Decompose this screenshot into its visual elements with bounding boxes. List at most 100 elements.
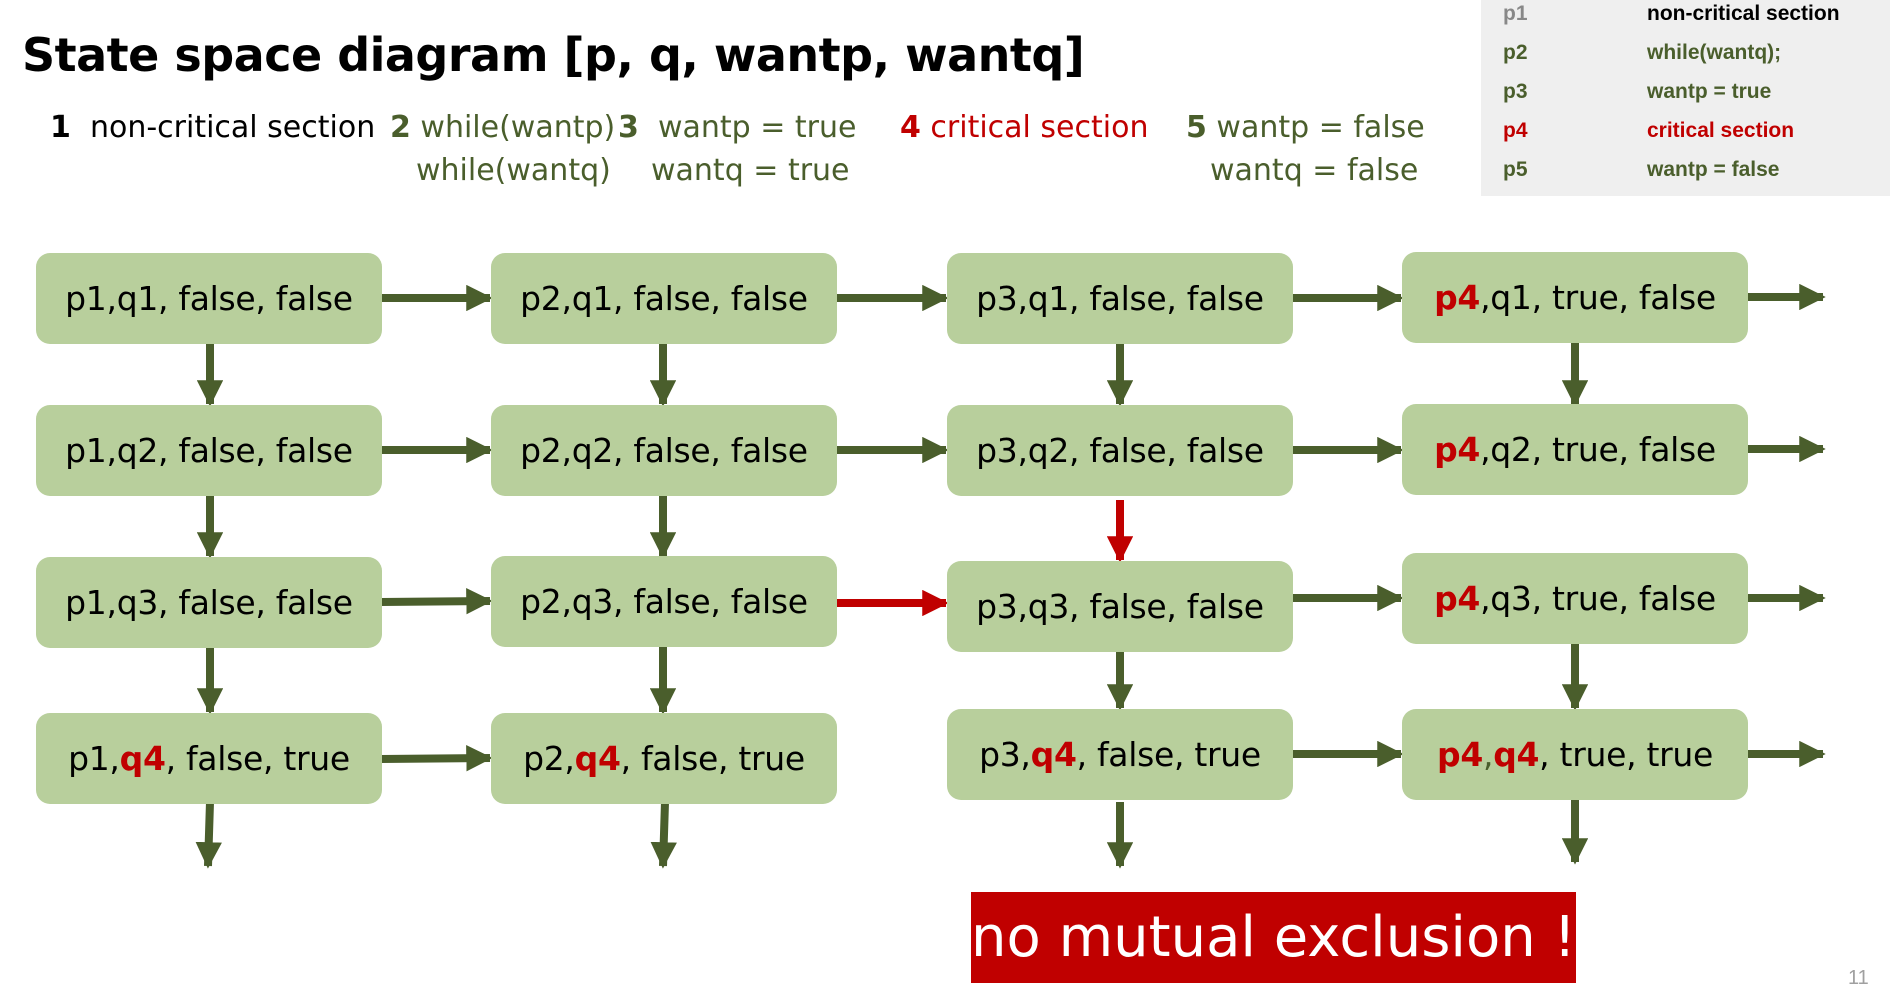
legend-5-line2: wantq = false (1210, 153, 1419, 188)
legend-4: 4 critical section (900, 110, 1148, 146)
state-p: p2 (520, 431, 562, 470)
state-q: q4 (1493, 735, 1540, 774)
code-reference-table: p1 non-critical section p2 while(wantq);… (1481, 0, 1890, 196)
legend-1: 1 non-critical section (50, 110, 375, 146)
state-p: p1 (65, 431, 107, 470)
state-q: q1 (116, 279, 159, 318)
code-text: wantp = true (1647, 80, 1772, 103)
state-q: q3 (116, 583, 159, 622)
legend-3-number: 3 (618, 110, 639, 145)
no-mutual-exclusion-banner: no mutual exclusion ! (971, 892, 1576, 983)
code-label: p1 (1503, 2, 1528, 25)
state-q: q4 (574, 739, 621, 778)
code-text: wantp = false (1647, 158, 1780, 181)
state-p2-q2: p2, q2, false, false (491, 405, 837, 496)
legend-4-number: 4 (900, 110, 921, 145)
state-rest: , true, true (1539, 735, 1713, 774)
state-rest: , false, false (158, 583, 353, 622)
legend-1-text: non-critical section (89, 110, 376, 145)
legend-3: 3 wantp = true (618, 110, 856, 146)
state-q: q1 (571, 279, 614, 318)
state-rest: , false, false (613, 279, 808, 318)
state-rest: , false, true (165, 739, 351, 778)
code-label: p4 (1503, 119, 1528, 142)
state-rest: , true, false (1531, 278, 1717, 317)
code-row-p1: p1 non-critical section (1481, 0, 1890, 39)
legend-2-line2: while(wantq) (416, 153, 611, 188)
state-rest: , false, false (1069, 587, 1264, 626)
state-p4-q2: p4, q2, true, false (1402, 404, 1748, 495)
legend-5-text-line1: wantp = false (1216, 110, 1425, 145)
code-text: while(wantq); (1647, 41, 1782, 64)
state-p4-q1: p4, q1, true, false (1402, 252, 1748, 343)
state-p: p1 (65, 583, 107, 622)
state-q: q2 (116, 431, 159, 470)
state-p: p1 (68, 739, 110, 778)
state-p: p4 (1437, 735, 1483, 774)
state-p2-q1: p2, q1, false, false (491, 253, 837, 344)
state-rest: , true, false (1531, 430, 1717, 469)
state-p: p4 (1434, 579, 1481, 618)
state-p1-q2: p1, q2, false, false (36, 405, 382, 496)
state-rest: , false, false (158, 279, 353, 318)
state-p: p4 (1434, 278, 1481, 317)
state-q: q3 (1490, 579, 1532, 618)
state-q: q1 (1490, 278, 1532, 317)
state-p3-q4: p3, q4, false, true (947, 709, 1293, 800)
state-p1-q4: p1, q4, false, true (36, 713, 382, 804)
state-q: q2 (1490, 430, 1532, 469)
legend-5-number: 5 (1186, 110, 1207, 145)
page-number: 11 (1848, 967, 1869, 989)
state-q: q1 (1027, 279, 1070, 318)
state-rest: , false, false (158, 431, 353, 470)
state-p: p3 (976, 279, 1018, 318)
legend-5: 5 wantp = false (1186, 110, 1425, 146)
state-p: p1 (65, 279, 107, 318)
state-rest: , false, false (1069, 279, 1264, 318)
state-q: q3 (571, 582, 614, 621)
state-p4-q3: p4, q3, true, false (1402, 553, 1748, 644)
legend-1-number: 1 (50, 110, 71, 145)
state-q: q3 (1027, 587, 1070, 626)
state-rest: , false, false (1069, 431, 1264, 470)
state-p: p2 (523, 739, 565, 778)
legend-2: 2 while(wantp) (390, 110, 615, 146)
arrow-down (650, 801, 677, 869)
legend-2-number: 2 (390, 110, 411, 145)
state-rest: , false, true (620, 739, 806, 778)
state-p2-q3: p2, q3, false, false (491, 556, 837, 647)
state-rest: , false, false (613, 582, 808, 621)
arrow-right (379, 588, 493, 615)
state-q: q2 (1027, 431, 1070, 470)
state-rest: , true, false (1531, 579, 1717, 618)
code-row-p2: p2 while(wantq); (1481, 39, 1890, 78)
code-label: p5 (1503, 158, 1528, 181)
code-text: non-critical section (1647, 2, 1840, 25)
state-p4-q4: p4, q4, true, true (1402, 709, 1748, 800)
legend-2-text-line1: while(wantp) (420, 110, 616, 145)
state-rest: , false, true (1076, 735, 1262, 774)
state-q: q2 (571, 431, 614, 470)
code-label: p3 (1503, 80, 1528, 103)
state-p: p4 (1434, 430, 1481, 469)
state-rest: , false, false (613, 431, 808, 470)
page-title: State space diagram [p, q, wantp, wantq] (22, 28, 1085, 82)
state-p1-q3: p1, q3, false, false (36, 557, 382, 648)
code-row-p3: p3 wantp = true (1481, 78, 1890, 117)
state-p: p2 (520, 279, 562, 318)
state-p: p3 (976, 587, 1018, 626)
arrow-right (379, 745, 493, 772)
state-p: p3 (976, 431, 1018, 470)
legend-4-text: critical section (930, 110, 1149, 145)
state-p3-q3: p3, q3, false, false (947, 561, 1293, 652)
code-label: p2 (1503, 41, 1528, 64)
state-p3-q1: p3, q1, false, false (947, 253, 1293, 344)
legend-3-text-line1: wantp = true (657, 110, 857, 145)
state-p: p3 (979, 735, 1021, 774)
state-q: q4 (119, 739, 166, 778)
state-q: q4 (1030, 735, 1077, 774)
state-p2-q4: p2, q4, false, true (491, 713, 837, 804)
legend-3-line2: wantq = true (651, 153, 850, 188)
code-text: critical section (1647, 119, 1795, 142)
